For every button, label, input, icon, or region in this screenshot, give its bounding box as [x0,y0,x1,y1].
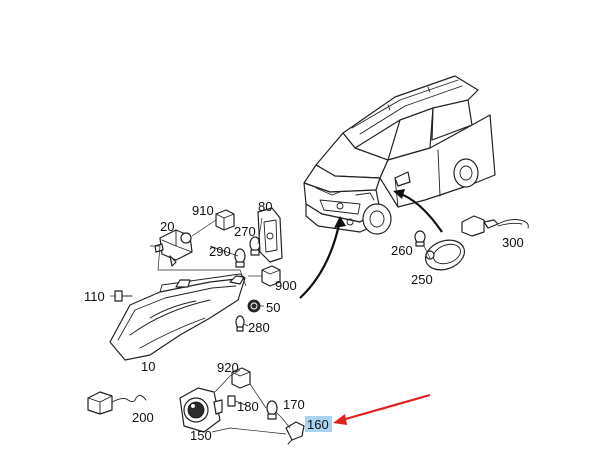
label-50: 50 [266,300,280,315]
part-250-fog-lamp [425,239,465,271]
part-900-connector [261,265,281,287]
callout-labels: 10 20 50 80 110 150 170 180 200 250 260 … [84,199,524,443]
label-160-highlight [305,416,332,432]
part-170-bulb [266,400,278,420]
part-260-bulb [414,230,426,247]
part-110-screw [114,290,133,302]
label-900: 900 [275,278,297,293]
label-110: 110 [84,289,105,304]
label-250: 250 [411,272,433,287]
label-260: 260 [391,243,413,258]
part-270-bulb [249,236,261,256]
label-300: 300 [502,235,524,250]
label-10: 10 [141,359,155,374]
curved-arrows [299,189,443,299]
part-50-socket [247,299,261,313]
part-290-bulb [234,248,246,268]
red-pointer-arrow [333,393,431,425]
part-20-level-motor [154,229,193,267]
label-200: 200 [132,410,154,425]
part-80-ballast [257,207,283,263]
label-160: 160 [307,417,329,432]
label-920: 920 [217,360,239,375]
part-280-bulb [235,315,245,332]
label-280: 280 [248,320,270,335]
part-160-bulb [285,421,305,445]
part-910-connector [215,209,235,231]
headlamp-assembly [109,273,246,361]
label-170: 170 [283,397,305,412]
label-150: 150 [190,428,212,443]
leader-lines [110,217,431,435]
label-80: 80 [258,199,272,214]
part-300-harness [461,215,529,237]
part-150-fog-lamp [179,387,223,433]
label-20: 20 [160,219,174,234]
part-180-screw [227,395,247,407]
van-illustration [303,75,496,235]
part-200-harness [87,391,147,415]
label-910: 910 [192,203,214,218]
label-180: 180 [237,399,259,414]
label-270: 270 [234,224,256,239]
label-290: 290 [209,244,231,259]
